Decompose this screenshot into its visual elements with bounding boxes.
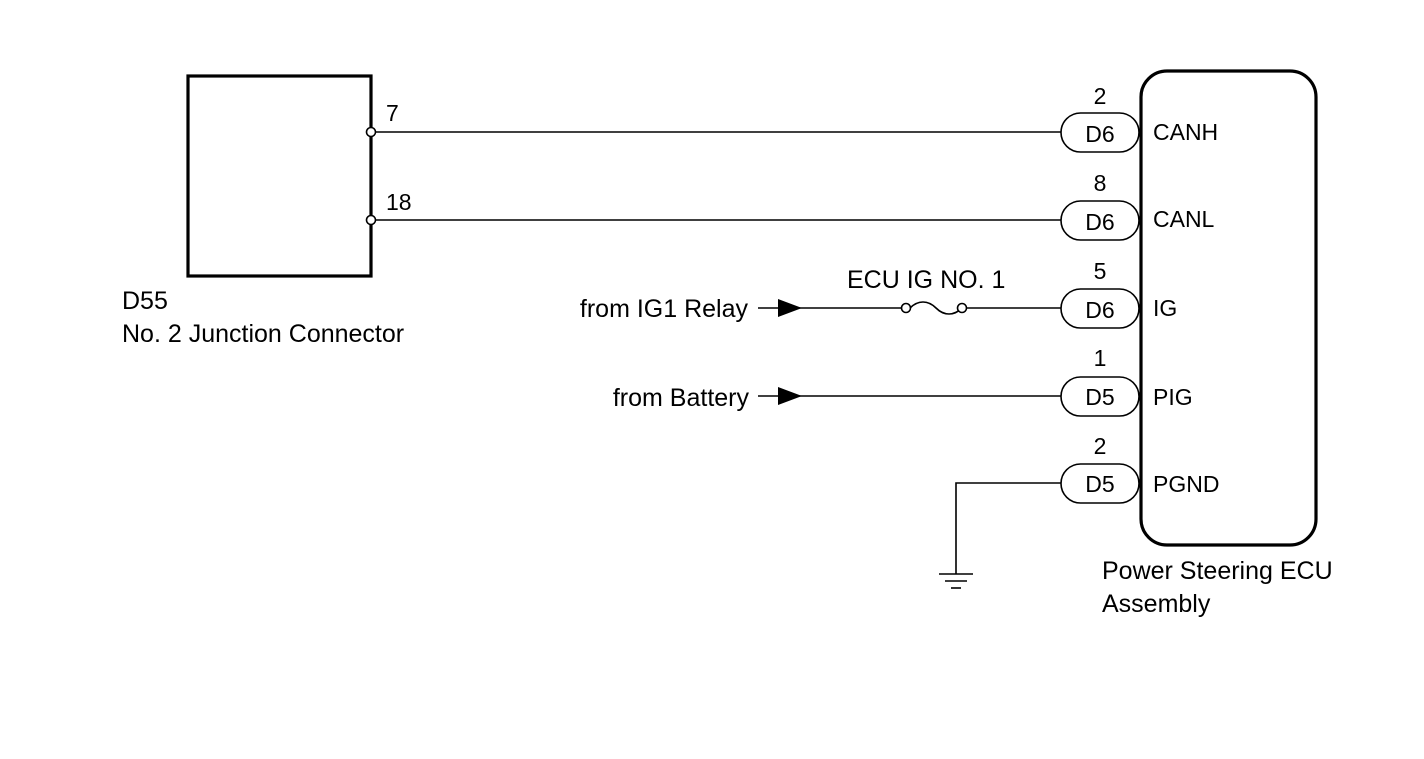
terminal-canl-pin: 8	[1094, 170, 1107, 196]
terminal-pgnd: 2 D5 PGND	[1060, 433, 1219, 504]
fuse-label: ECU IG NO. 1	[847, 266, 1005, 294]
terminal-ig: 5 D6 IG	[1060, 258, 1177, 329]
terminal-ig-connector: D6	[1085, 297, 1114, 323]
terminal-canh: 2 D6 CANH	[1060, 83, 1218, 153]
ground-icon	[939, 573, 973, 589]
terminal-pgnd-signal: PGND	[1153, 471, 1219, 497]
ecu-name-line2: Assembly	[1102, 590, 1211, 618]
source-ig1-label: from IG1 Relay	[580, 295, 749, 323]
junction-pin-18-label: 18	[386, 189, 412, 215]
wire-pgnd	[955, 482, 1062, 574]
terminal-ig-signal: IG	[1153, 295, 1177, 321]
junction-connector-name: No. 2 Junction Connector	[122, 320, 404, 348]
junction-pin-7-label: 7	[386, 100, 399, 126]
terminal-canh-pin: 2	[1094, 83, 1107, 109]
fuse-right-terminal	[956, 302, 968, 314]
source-battery-label: from Battery	[613, 384, 750, 412]
terminal-pig-pin: 1	[1094, 345, 1107, 371]
terminal-pig: 1 D5 PIG	[1060, 345, 1193, 417]
terminal-canl-connector: D6	[1085, 209, 1114, 235]
terminal-canh-connector: D6	[1085, 121, 1114, 147]
source-battery-arrow-icon	[778, 387, 802, 405]
junction-pin-18-node	[365, 214, 377, 226]
fuse-element	[909, 301, 963, 315]
junction-pin-7-node	[365, 126, 377, 138]
terminal-pig-connector: D5	[1085, 384, 1114, 410]
terminal-ig-pin: 5	[1094, 258, 1107, 284]
fuse-left-terminal	[900, 302, 912, 314]
terminal-canl: 8 D6 CANL	[1060, 170, 1215, 241]
ecu-name-line1: Power Steering ECU	[1102, 557, 1333, 585]
junction-connector-code: D55	[122, 287, 168, 315]
junction-connector-box	[186, 74, 373, 278]
terminal-canh-signal: CANH	[1153, 119, 1218, 145]
ecu-box	[1139, 69, 1318, 547]
source-ig1-arrow-icon	[778, 299, 802, 317]
terminal-pgnd-pin: 2	[1094, 433, 1107, 459]
terminal-pig-signal: PIG	[1153, 384, 1193, 410]
terminal-canl-signal: CANL	[1153, 206, 1215, 232]
terminal-pgnd-connector: D5	[1085, 471, 1114, 497]
